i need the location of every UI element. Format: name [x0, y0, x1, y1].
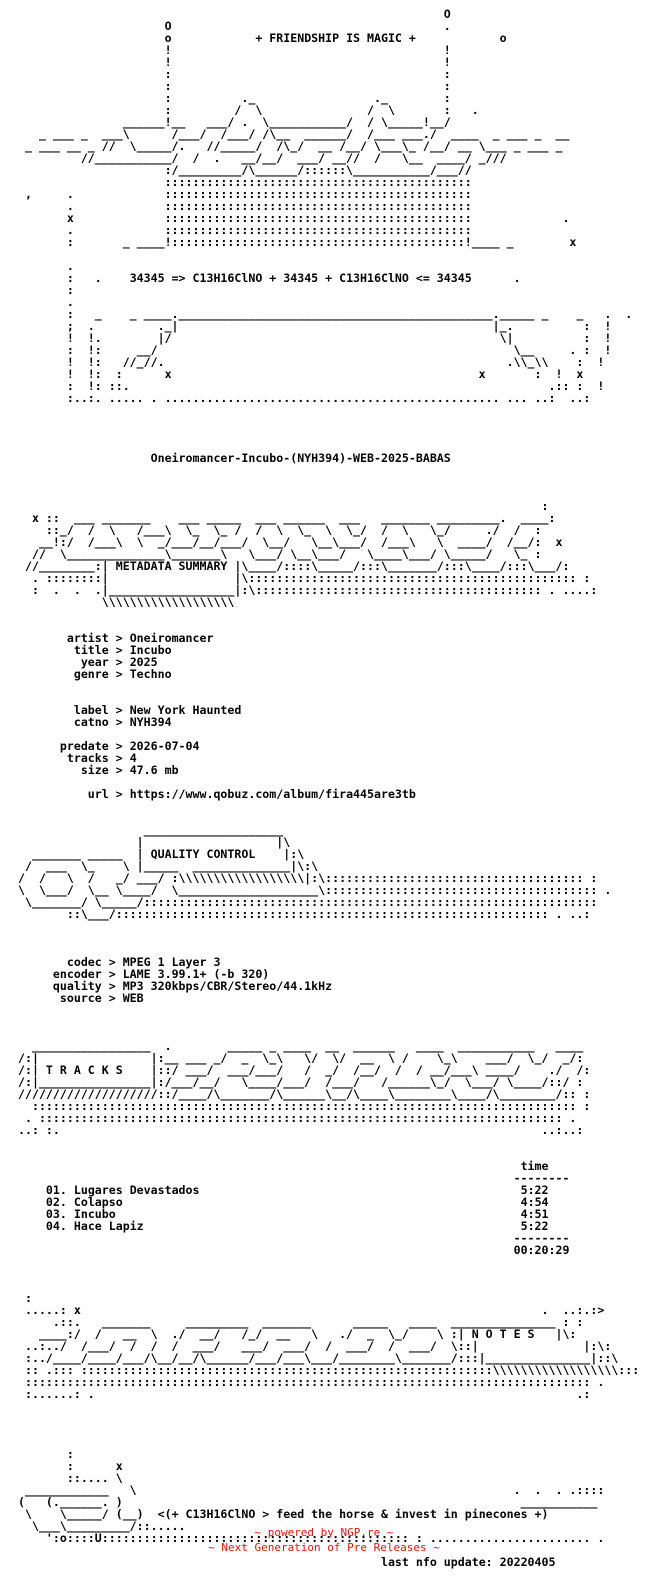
track-num: 04.	[45, 1219, 67, 1233]
meta-codec: MPEG 1 Layer 3	[122, 955, 221, 969]
meta-quality: MP3 320kbps/CBR/Stereo/44.1kHz	[122, 979, 333, 993]
signature: <(+ C13H16ClNO > feed the horse & invest…	[157, 1507, 549, 1521]
track-time: 4:54	[520, 1195, 549, 1209]
track-name: Lugares Devastados	[73, 1183, 200, 1197]
ngp-tagline-link[interactable]: ~ Next Generation of Pre Releases ~	[208, 1541, 440, 1554]
tracks-total: 00:20:29	[513, 1243, 570, 1257]
meta-url: https://www.qobuz.com/album/fira445are3t…	[129, 787, 416, 801]
header-formula: 34345 => C13H16ClNO + 34345 + C13H16ClNO…	[129, 271, 472, 285]
meta-tracks: 4	[129, 751, 137, 765]
meta-encoder: LAME 3.99.1+ (-b 320)	[122, 967, 270, 981]
meta-year: 2025	[129, 655, 158, 669]
track-name: Colapso	[73, 1195, 123, 1209]
meta-label: New York Haunted	[129, 703, 242, 717]
meta-predate: 2026-07-04	[129, 739, 200, 753]
section-notes-label: N O T E S	[471, 1327, 535, 1341]
track-num: 02.	[45, 1195, 67, 1209]
track-time: 4:51	[520, 1207, 549, 1221]
meta-size: 47.6 mb	[129, 763, 179, 777]
track-num: 01.	[45, 1183, 67, 1197]
last-update: last nfo update: 20220405	[380, 1555, 556, 1569]
footer-powered-by: ~ powered by NGP.re ~	[0, 1526, 648, 1540]
track-time: 5:22	[520, 1183, 549, 1197]
meta-artist: Oneiromancer	[129, 631, 214, 645]
meta-source: WEB	[122, 991, 144, 1005]
track-time: 5:22	[520, 1219, 549, 1233]
track-name: Hace Lapiz	[73, 1219, 144, 1233]
ngp-link[interactable]: ~ powered by NGP.re ~	[254, 1526, 394, 1539]
nfo-text: O O . o + FRIENDSHIP IS MAGIC + o ! !	[18, 7, 640, 1569]
footer-tagline: ~ Next Generation of Pre Releases ~	[0, 1541, 648, 1555]
meta-catno: NYH394	[129, 715, 172, 729]
section-metadata-label: METADATA SUMMARY	[115, 559, 228, 573]
track-name: Incubo	[73, 1207, 116, 1221]
section-tracks-label: T R A C K S	[45, 1063, 123, 1077]
meta-genre: Techno	[129, 667, 172, 681]
meta-title: Incubo	[129, 643, 172, 657]
section-quality-label: QUALITY CONTROL	[150, 847, 256, 861]
release-name: Oneiromancer-Incubo-(NYH394)-WEB-2025-BA…	[150, 451, 451, 465]
tracks-time-header: time	[520, 1159, 549, 1173]
header-title: + FRIENDSHIP IS MAGIC +	[255, 31, 416, 45]
track-num: 03.	[45, 1207, 67, 1221]
